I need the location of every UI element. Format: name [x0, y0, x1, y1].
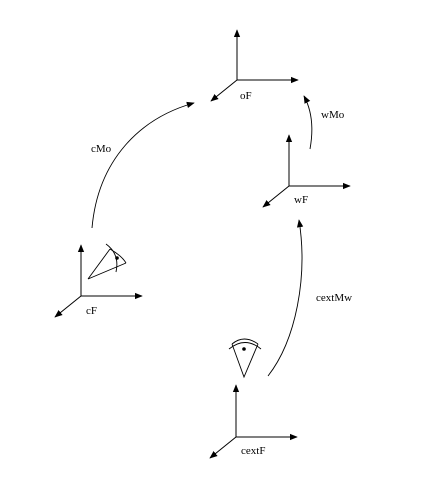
frame-label-cextF: cextF — [241, 445, 265, 457]
transform-cextMw: cextMw — [267, 219, 352, 377]
frame-label-oF: oF — [240, 90, 252, 102]
frame-label-wF: wF — [294, 194, 308, 206]
cextF-axis-diag — [209, 436, 237, 459]
transform-label-cextMw: cextMw — [316, 292, 352, 304]
transform-cMo: cMo — [91, 101, 195, 229]
cF-axis-diag — [54, 295, 82, 318]
arrow-wMo — [303, 95, 313, 150]
frame-cF: cF — [54, 243, 143, 318]
camera-icon — [87, 243, 127, 280]
arrow-cextMw — [267, 219, 304, 377]
frame-oF: oF — [210, 29, 299, 102]
oF-axis-diag — [210, 79, 238, 102]
frame-cextF: cextF — [209, 338, 298, 459]
frame-wF: wF — [262, 134, 351, 208]
transform-wMo: wMo — [303, 95, 345, 150]
arrow-cMo — [91, 101, 195, 229]
frame-label-cF: cF — [86, 305, 97, 317]
camera-icon — [228, 338, 262, 379]
transform-label-wMo: wMo — [321, 109, 345, 121]
wF-axis-diag — [262, 185, 290, 208]
transform-label-cMo: cMo — [91, 143, 112, 155]
